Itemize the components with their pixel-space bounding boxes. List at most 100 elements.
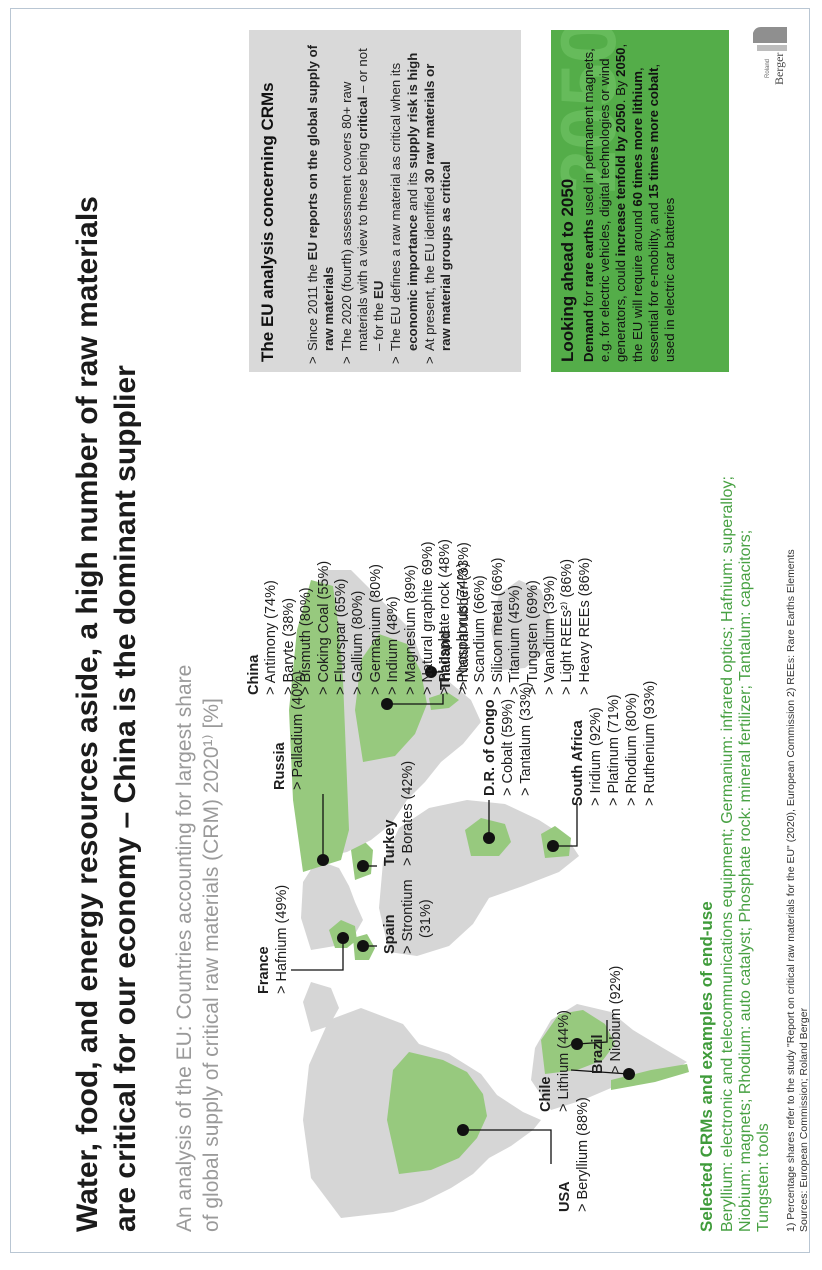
logo-wordmark: Berger (772, 52, 786, 85)
china-marker (381, 698, 393, 710)
south-africa-item-3: > Rhodium (80%) (624, 692, 640, 806)
spain-item-1: > Strontium (400, 879, 416, 954)
china-item: > Heavy REEs (86%) (576, 557, 593, 695)
france-marker (337, 932, 349, 944)
logo-mark-icon (753, 27, 787, 51)
turkey-name: Turkey (382, 819, 398, 866)
selected-crms-text: Beryllium: electronic and telecommunicat… (719, 92, 773, 1232)
turkey-marker (357, 860, 369, 872)
thailand-marker (425, 666, 437, 678)
china-item: > Vanadium (39%) (541, 575, 558, 695)
rotated-slide: Water, food, and energy resources aside,… (11, 9, 822, 1270)
roland-berger-logo: Roland Berger (753, 25, 789, 85)
selected-crms-heading: Selected CRMs and examples of end-use (697, 901, 716, 1232)
selected-crms-line: Tungsten: tools (755, 1123, 772, 1232)
chile-marker (623, 1068, 635, 1080)
map-markers (317, 666, 635, 1136)
china-item: > Bismuth (80%) (298, 587, 315, 695)
china-item: > Light REEs²⁾ (86%) (559, 558, 576, 695)
footnotes: 1) Percentage shares refer to the study … (785, 549, 810, 1232)
outlook-box: 2050 Looking ahead to 2050 Demand for ra… (551, 30, 729, 372)
usa-shape (387, 1052, 487, 1174)
chile-label: Chile > Lithium (44%) (537, 1010, 573, 1112)
australia-shape (491, 580, 551, 670)
russia-shape (289, 580, 349, 872)
brazil-connector (576, 1020, 608, 1045)
brazil-marker (571, 1038, 583, 1050)
china-item: > Tungsten (69%) (524, 580, 541, 695)
bold-run: increase tenfold by 2050 (613, 103, 629, 257)
usa-item: > Beryllium (88%) (575, 1097, 591, 1212)
eu-analysis-item: Since 2011 the EU reports on the global … (305, 38, 338, 364)
drc-marker (483, 832, 495, 844)
selected-crms-line: Niobium: magnets; Rhodium: auto catalyst… (737, 529, 754, 1232)
chile-shape (611, 1064, 689, 1090)
south-africa-item-1: > Iridium (92%) (588, 707, 604, 806)
selected-crms-line: Beryllium: electronic and telecommunicat… (719, 476, 736, 1232)
china-item: > Titanium (45%) (507, 584, 524, 695)
france-label: France > Hafnium (49%) (255, 885, 291, 994)
spain-label: Spain > Strontium (31%) (381, 879, 435, 954)
chile-connector (570, 1069, 630, 1075)
turkey-label: Turkey > Borates (42%) (381, 761, 417, 866)
china-item: > Silicon metal (66%) (489, 557, 506, 695)
china-item: > Natural graphite 69%) (420, 541, 437, 695)
russia-marker (317, 854, 329, 866)
china-name: China (246, 654, 262, 695)
sources-line: Sources: European Commission; Roland Ber… (797, 1007, 810, 1232)
china-item: > Germanium (80%) (367, 564, 384, 695)
spain-marker (357, 940, 369, 952)
south-africa-name: South Africa (570, 720, 586, 806)
drc-item-1: > Cobalt (59%) (500, 698, 516, 796)
south-africa-connector (553, 804, 578, 847)
france-connector (291, 938, 344, 971)
footnote-line: 1) Percentage shares refer to the study … (785, 549, 797, 1232)
text-run: The EU defines a raw material as critica… (388, 62, 404, 351)
south-africa-label: South Africa > Iridium (92%) > Platinum … (569, 681, 659, 806)
bold-run: 2050 (613, 47, 629, 77)
map-connectors (291, 671, 630, 1164)
usa-name: USA (557, 1181, 573, 1212)
china-item: > Antimony (74%) (263, 580, 280, 695)
china-item: > Phosphorus (74%) (454, 562, 471, 695)
slide-frame: Water, food, and energy resources aside,… (10, 8, 810, 1253)
eu-analysis-item: The EU defines a raw material as critica… (388, 38, 421, 364)
world-map (289, 570, 689, 1218)
china-label: China > Antimony (74%) > Baryte (38%) > … (246, 539, 594, 695)
text-run: and its (404, 168, 420, 215)
text-run: At present, the EU identified (422, 183, 438, 351)
china-item: > Phosphate rock (48%) (437, 539, 454, 695)
spain-name: Spain (382, 914, 398, 954)
turkey-item: > Borates (42%) (400, 760, 416, 866)
brazil-name: Brazil (590, 1034, 606, 1075)
france-name: France (256, 946, 272, 994)
eu-analysis-list: Since 2011 the EU reports on the global … (305, 38, 456, 364)
drc-name: D.R. of Congo (482, 699, 498, 796)
china-item: > Gallium (80%) (350, 590, 367, 695)
bold-run: Demand (581, 309, 596, 362)
outlook-body: Demand for rare earths used in permanent… (581, 37, 678, 362)
eu-analysis-item: At present, the EU identified 30 raw mat… (422, 38, 455, 364)
continents (289, 570, 689, 1218)
text-run: Since 2011 the (305, 260, 320, 351)
brazil-label: Brazil > Niobium (92%) (589, 966, 625, 1074)
bold-run: 60 times more lithium (629, 71, 645, 207)
usa-marker (457, 1124, 469, 1136)
eu-analysis-box: The EU analysis concerning CRMs Since 20… (249, 30, 521, 372)
china-item: > Scandium (66%) (472, 575, 489, 695)
china-item: > Baryte (38%) (280, 597, 297, 695)
eu-analysis-heading: The EU analysis concerning CRMs (258, 82, 277, 362)
south-africa-item-2: > Platinum (71%) (606, 694, 622, 806)
chile-item: > Lithium (44%) (556, 1010, 572, 1112)
logo-small-text: Roland (765, 58, 771, 78)
china-item: > Coking Coal (55%) (315, 560, 332, 695)
brazil-item: > Niobium (92%) (608, 965, 624, 1074)
china-shape (355, 634, 427, 762)
bold-run: EU (371, 280, 387, 299)
china-item: > Fluorspar (65%) (333, 578, 350, 695)
africa-shape (379, 800, 579, 956)
greenland-shape (303, 982, 339, 1032)
china-item: > Indium (48%) (385, 596, 402, 695)
spain-item-2: (31%) (418, 899, 434, 938)
bold-run: rare earths (581, 219, 596, 288)
